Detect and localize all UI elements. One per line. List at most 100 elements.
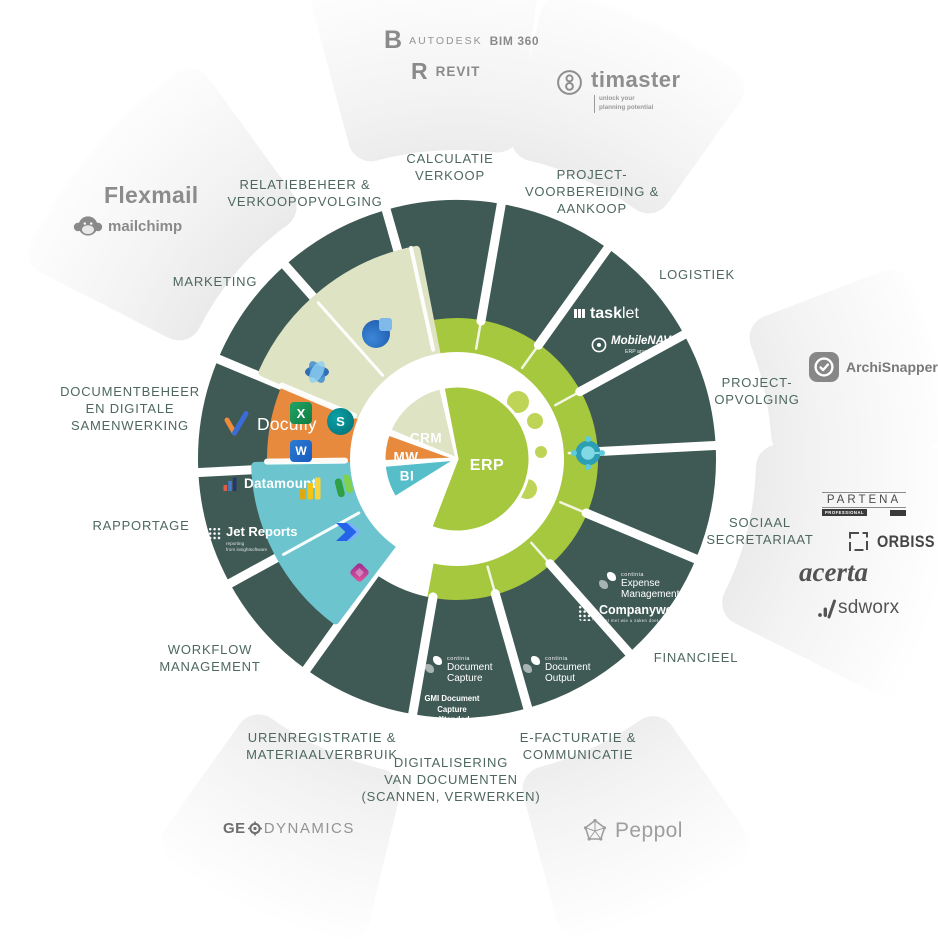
word-icon: W: [290, 440, 312, 462]
jet-reports-icon: [208, 527, 221, 540]
product-datamount: Datamount: [223, 476, 316, 491]
sdworx-wordmark: sdworx: [838, 597, 900, 618]
product-gmi-capture-extended: GMI Document Capture eXtended: [424, 694, 480, 725]
outer-glow-geodynamics: [161, 714, 401, 940]
mailchimp-wordmark: mailchimp: [108, 217, 183, 235]
geodynamics-suffix: DYNAMICS: [263, 820, 355, 837]
dynamics-sales-icon: [362, 318, 392, 348]
partena-professional-chip: PROFESSIONAL: [822, 509, 868, 516]
pie-label-crm: CRM: [409, 430, 443, 446]
business-central-icon: [571, 436, 605, 470]
segment-label-documentbeheer: DOCUMENTBEHEER EN DIGITALE SAMENWERKING: [60, 384, 200, 434]
separator: [407, 592, 438, 723]
geodynamics-prefix: GE: [223, 820, 246, 837]
product-continia-expense: continia Expense Management: [599, 572, 679, 600]
outer-glow-bim360: [312, 0, 537, 162]
separator: [316, 301, 385, 377]
autodesk-wordmark: AUTODESK: [409, 34, 483, 47]
continia-brand: continia: [621, 572, 644, 578]
timaster-wordmark: timaster: [591, 67, 681, 92]
outer-glow-hr-partners: [722, 444, 938, 702]
segment-label-workflow: WORKFLOW MANAGEMENT: [159, 642, 261, 675]
segment-label-financieel: FINANCIEEL: [653, 650, 739, 665]
jet-reports-tagline: reporting from insightsoftware: [226, 541, 268, 553]
autodesk-logo-icon: B: [384, 26, 403, 54]
segment-label-logistiek: LOGISTIEK: [659, 267, 735, 282]
pie-slice-erp: [429, 384, 532, 534]
mailchimp-monkey-icon: [73, 216, 103, 236]
logo-autodesk-bim360: B AUTODESK BIM 360: [384, 28, 539, 53]
logo-peppol: Peppol: [582, 818, 683, 844]
flexmail-wordmark: Flexmail: [104, 182, 199, 208]
output-line1: Document: [545, 662, 591, 674]
word-letter: W: [295, 444, 307, 458]
outer-glow-timaster: [511, 0, 745, 214]
sdworx-icon: [818, 599, 836, 618]
capture-line1: Document: [447, 662, 493, 674]
product-tasklet: tasklet: [574, 305, 639, 323]
partena-chip-right: [890, 509, 906, 516]
timaster-icon: [557, 70, 582, 95]
product-jet-reports: Jet Reports reporting from insightsoftwa…: [208, 524, 298, 553]
separator: [559, 500, 597, 519]
logo-revit: R REVIT: [411, 60, 480, 83]
mobilenav-wordmark: MobileNAV: [611, 335, 671, 347]
logo-mailchimp: mailchimp: [73, 214, 182, 238]
separator: [476, 195, 507, 326]
mobilenav-icon: [591, 337, 607, 353]
segment-label-digitalisering: DIGITALISERING VAN DOCUMENTEN (SCANNEN, …: [361, 755, 541, 805]
orbiss-square-icon: [849, 532, 868, 551]
separator: [553, 385, 590, 407]
deco-dot: [507, 391, 529, 413]
continia-brand: continia: [545, 656, 568, 662]
continia-icon: [523, 656, 540, 673]
separator: [474, 309, 484, 350]
segment-label-calculatie-verkoop: CALCULATIE VERKOOP: [406, 151, 494, 184]
datamount-wordmark: Datamount: [244, 476, 317, 491]
continia-icon: [425, 656, 442, 673]
pie-slice-mw: [382, 432, 459, 464]
peppol-globe-icon: [583, 818, 607, 841]
dynamics-green-icon: [334, 474, 353, 498]
archisnapper-check-icon: [809, 352, 839, 382]
segment-label-sociaal-secretariaat: SOCIAAL SECRETARIAAT: [706, 515, 814, 548]
logo-orbiss: ORBISS: [846, 529, 938, 554]
jet-reports-wordmark: Jet Reports: [226, 524, 298, 539]
tasklet-icon: [574, 305, 586, 323]
logo-partena: PARTENA PROFESSIONAL: [822, 492, 906, 516]
logo-acerta: acerta: [799, 557, 868, 588]
logo-archisnapper: ArchiSnapper: [809, 352, 938, 382]
pie-label-bi: BI: [399, 468, 415, 484]
tasklet-wordmark-bold: task: [589, 305, 622, 322]
logo-geodynamics: GE DYNAMICS: [223, 820, 355, 837]
segment-label-relatiebeheer: RELATIEBEHEER & VERKOOPOPVOLGING: [227, 177, 383, 210]
power-automate-icon: [336, 523, 361, 541]
revit-logo-icon: R: [411, 58, 428, 84]
excel-icon: X: [290, 402, 312, 424]
separator: [581, 508, 705, 566]
deco-dot: [535, 446, 547, 458]
sharepoint-icon: S: [327, 408, 354, 435]
peppol-wordmark: Peppol: [615, 819, 683, 842]
product-companyweb: Companyweb weet met wie u zaken doet: [578, 604, 680, 623]
expense-line2: Management: [621, 589, 680, 601]
continia-icon: [599, 572, 616, 589]
pie-label-mw: MW: [393, 449, 419, 465]
archisnapper-wordmark: ArchiSnapper: [846, 359, 938, 375]
separator: [299, 568, 381, 678]
outer-glow-peppol: [522, 716, 750, 936]
separator: [408, 245, 436, 352]
product-continia-capture: continia Document Capture: [425, 656, 493, 684]
logo-timaster: timaster unlock your planning potential: [556, 69, 681, 113]
segment-label-rapportage: RAPPORTAGE: [92, 518, 190, 533]
orbiss-wordmark: ORBISS: [877, 531, 935, 551]
acerta-wordmark: acerta: [799, 557, 868, 587]
segment-label-marketing: MARKETING: [172, 274, 258, 289]
separator: [592, 440, 725, 457]
geodynamics-target-icon: [247, 821, 262, 836]
expense-line1: Expense: [621, 578, 660, 590]
tasklet-wordmark-light: let: [621, 305, 639, 322]
separator: [533, 240, 615, 350]
separator: [281, 511, 361, 556]
